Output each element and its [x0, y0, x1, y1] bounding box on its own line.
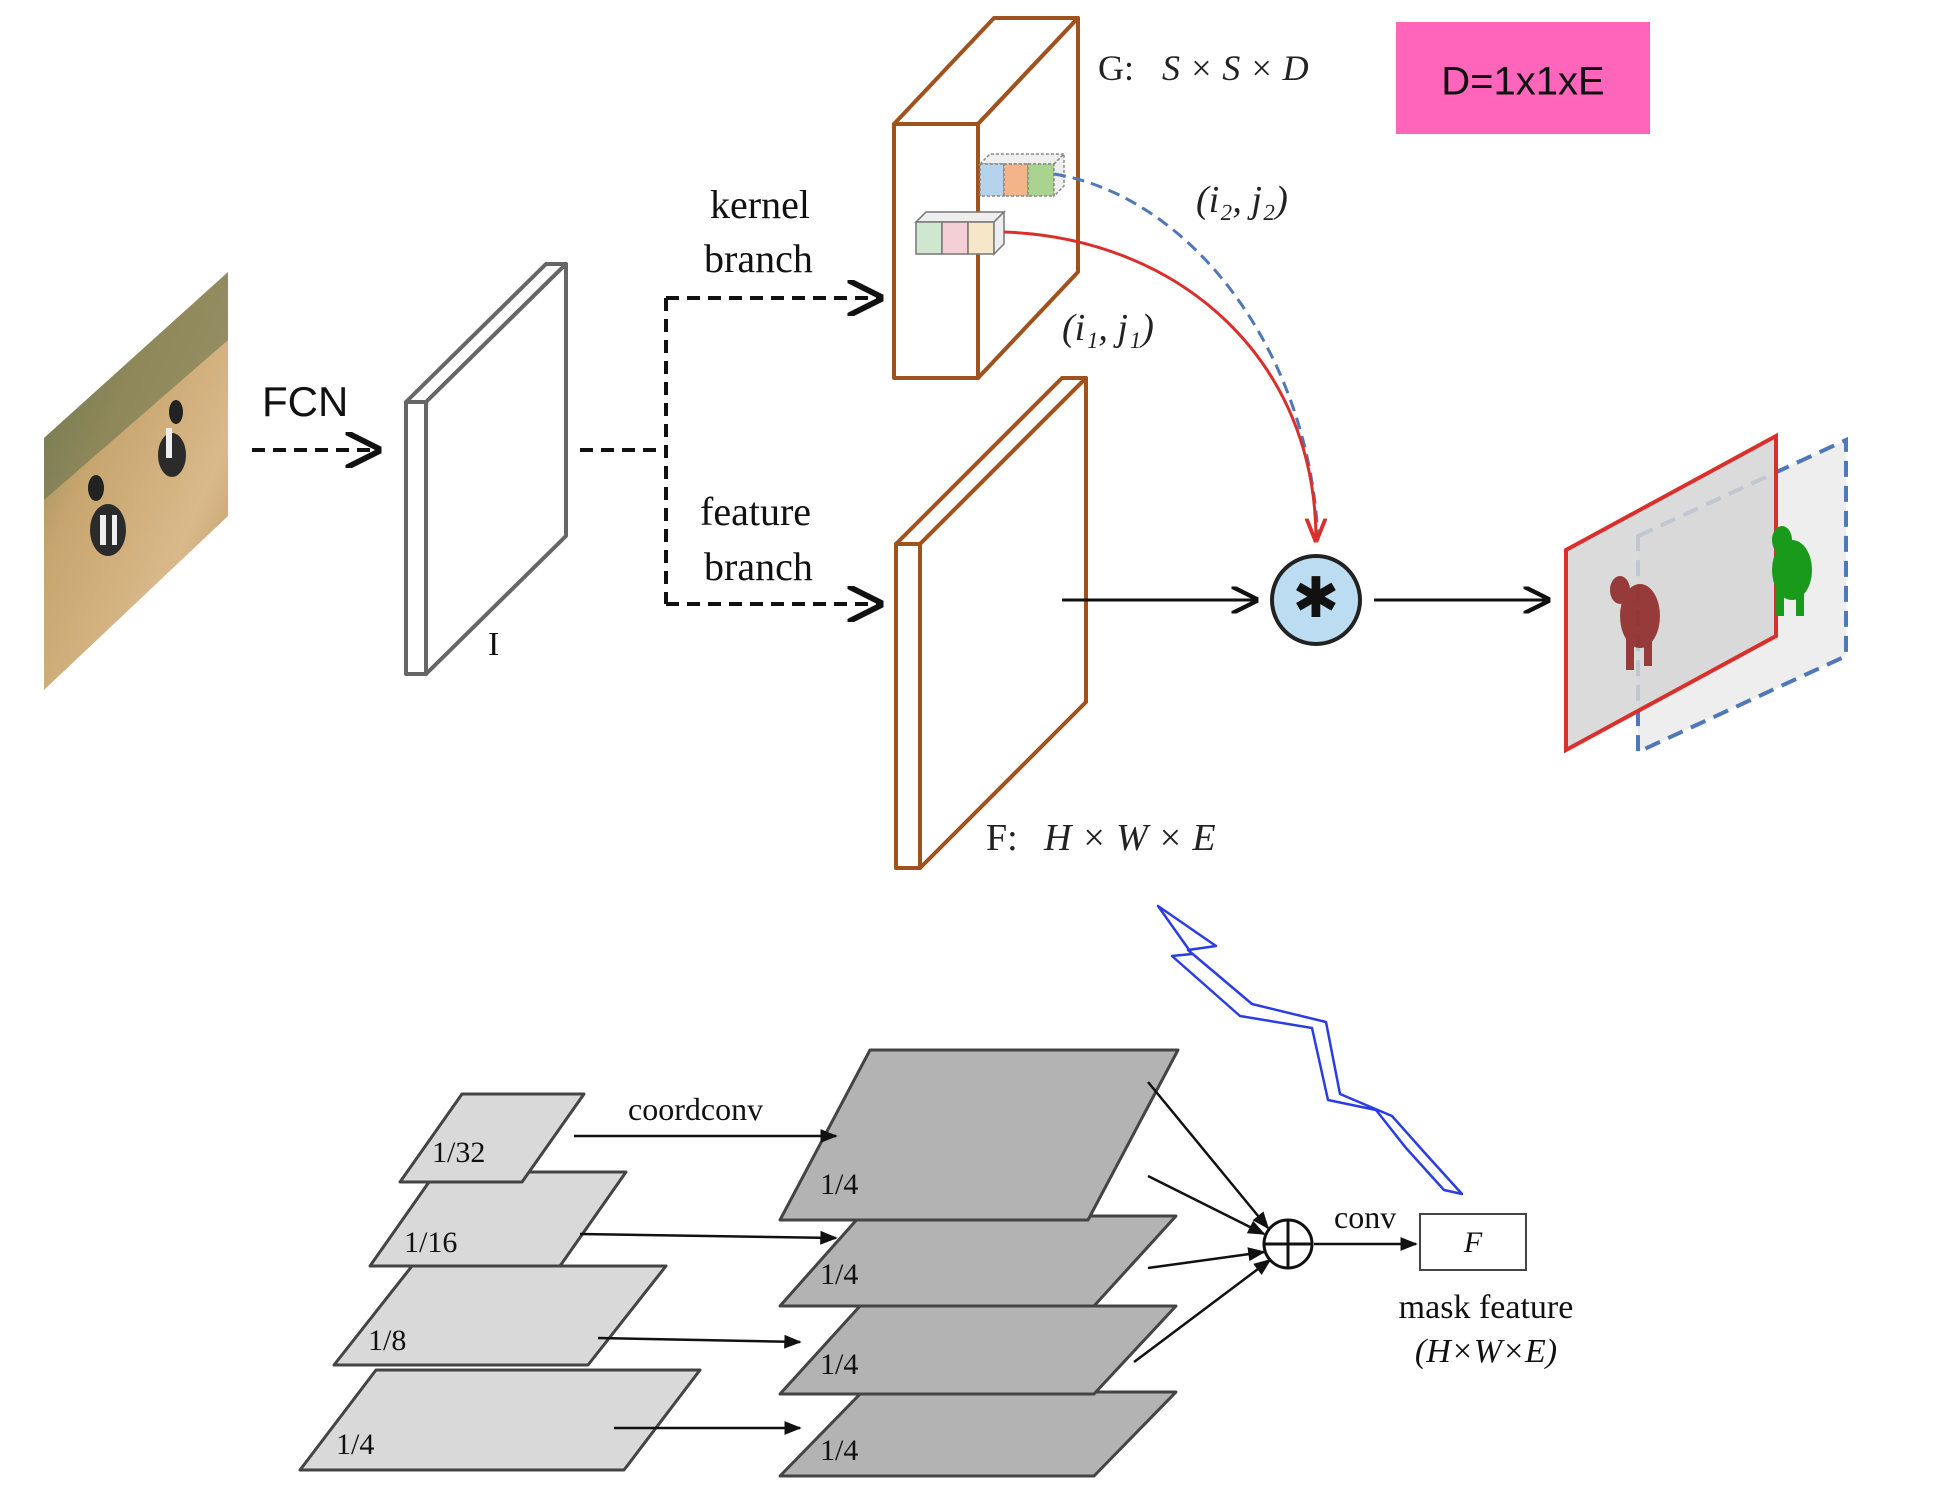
feature-branch-label: feature	[700, 489, 811, 534]
g-prefix: G:	[1098, 48, 1134, 88]
conv-label: conv	[1334, 1199, 1396, 1235]
d-shape-label: D=1x1xE	[1441, 60, 1604, 104]
pyramid-right-label-3: 1/4	[820, 1348, 858, 1381]
mask-feature-label: mask feature	[1399, 1289, 1574, 1326]
kernel-branch-label-2: branch	[704, 236, 813, 281]
pyramid-right	[778, 1048, 1180, 1478]
f-prefix: F:	[986, 817, 1018, 859]
mask-feature-box	[1419, 1213, 1527, 1271]
branch-connectors	[580, 298, 880, 604]
fcn-label: FCN	[262, 378, 348, 425]
pyramid-left	[298, 1092, 702, 1472]
kernel-vector-1	[914, 210, 1006, 256]
kernel-branch-label: kernel	[710, 182, 810, 227]
merge-arrows	[1133, 1081, 1272, 1363]
pyramid-right-label-4: 1/4	[820, 1434, 858, 1467]
feature-map-i-label: I	[488, 626, 499, 663]
kernel-tensor-g	[892, 16, 1080, 380]
mask-feature-box-label: F	[1463, 1226, 1483, 1259]
mask-instance-green	[1772, 526, 1812, 616]
feature-branch-label-2: branch	[704, 544, 813, 589]
pyramid-left-label-1-8: 1/8	[368, 1324, 406, 1357]
g-shape: S × S × D	[1162, 48, 1309, 88]
input-image	[44, 272, 228, 690]
upsample-arrow-icon	[1156, 904, 1464, 1196]
pyramid-left-label-1-32: 1/32	[432, 1136, 485, 1169]
kernel-curve-1	[1003, 230, 1316, 540]
kernel-vector-2	[978, 152, 1066, 198]
coord-i1j1: (i₁, j₁)	[1062, 307, 1154, 349]
coord-i2j2: (i₂, j₂)	[1196, 179, 1288, 221]
mask-feature-shape: (H×W×E)	[1415, 1333, 1557, 1370]
kernel-curve-2	[1053, 172, 1320, 541]
pyramid-right-label-1: 1/4	[820, 1168, 858, 1201]
f-shape: H × W × E	[1043, 817, 1216, 859]
output-masks	[1564, 432, 1848, 756]
coordconv-label: coordconv	[628, 1091, 763, 1127]
feature-map-i	[404, 262, 568, 676]
feature-tensor-f	[894, 376, 1088, 870]
d-shape-box	[1396, 22, 1650, 134]
pyramid-right-label-2: 1/4	[820, 1258, 858, 1291]
lateral-arrows	[574, 1129, 838, 1435]
conv-operator: ✱	[1270, 554, 1362, 646]
zebra-icon	[88, 400, 186, 556]
conv-operator-symbol: ✱	[1293, 566, 1340, 629]
pyramid-left-label-1-4: 1/4	[336, 1428, 374, 1461]
sum-operator	[1262, 1218, 1314, 1270]
mask-instance-red	[1610, 576, 1660, 670]
pyramid-left-label-1-16: 1/16	[404, 1226, 457, 1259]
